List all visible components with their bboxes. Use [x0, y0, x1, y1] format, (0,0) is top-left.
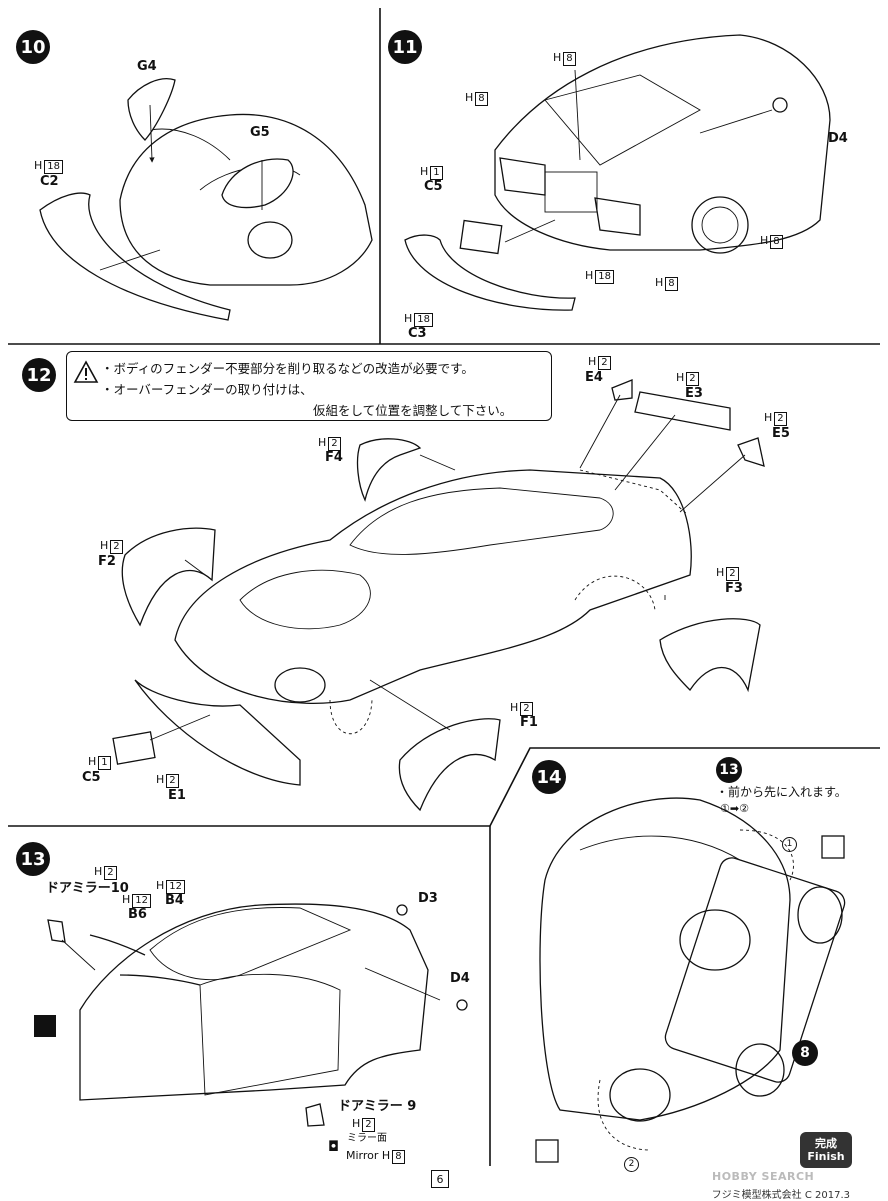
label-f3: F3 — [725, 581, 743, 596]
caution-icon — [73, 360, 99, 383]
label-d3: D3 — [418, 891, 438, 906]
c3-part — [404, 234, 576, 311]
watermark-text: HOBBY SEARCH — [712, 1170, 815, 1183]
e3-part — [634, 391, 731, 431]
label-f4: F4 — [325, 450, 343, 465]
finish-label-jp: 完成 — [815, 1137, 837, 1150]
caution-line-2: ・オーバーフェンダーの取り付けは、 — [101, 382, 313, 397]
caution-box: ・ボディのフェンダー不要部分を削り取るなどの改造が必要です。 ・オーバーフェンダ… — [66, 351, 552, 421]
label-d4-side: D4 — [450, 971, 470, 986]
f4-part — [356, 438, 422, 502]
label-door-mirror-10: ドアミラー10 — [46, 881, 129, 896]
panel13-car-side-drawing — [34, 903, 468, 1127]
page-number: 6 — [431, 1170, 449, 1188]
panel10-car-front-drawing — [39, 78, 373, 321]
f1-part — [398, 718, 501, 812]
ref-step-13-badge: 13 — [716, 757, 742, 783]
label-g5: G5 — [250, 125, 270, 140]
c5-front-part — [112, 731, 156, 765]
label-f2: F2 — [98, 554, 116, 569]
label-b6: B6 — [128, 907, 147, 922]
label-b4: B4 — [165, 893, 184, 908]
label-insert-order: ①➡② — [720, 802, 749, 815]
f3-part — [659, 618, 761, 693]
finish-label-en: Finish — [807, 1150, 845, 1163]
step-13-badge: 13 — [16, 842, 50, 876]
circle-1-marker: 1 — [782, 836, 797, 852]
ref-step-8-badge: 8 — [792, 1040, 818, 1066]
label-e5: E5 — [772, 426, 790, 441]
label-c2: C2 — [40, 174, 59, 189]
label-c5-front: C5 — [82, 770, 101, 785]
e4-part — [611, 379, 633, 401]
label-g4: G4 — [137, 59, 157, 74]
d4-side-part — [456, 999, 468, 1011]
panel11-car-rear-drawing — [404, 34, 831, 311]
company-copyright: フジミ模型株式会社 C 2017.3 — [711, 1190, 850, 1201]
label-insert-front-first: ・前から先に入れます。 — [716, 785, 847, 799]
d3-part — [396, 904, 408, 916]
circle-2-marker: 2 — [624, 1156, 639, 1172]
caution-line-1: ・ボディのフェンダー不要部分を削り取るなどの改造が必要です。 — [101, 361, 474, 376]
label-e4: E4 — [585, 370, 603, 385]
c5-part — [459, 219, 503, 255]
panel12-car-body-drawing — [112, 379, 765, 812]
d4-part — [772, 97, 788, 113]
g4-part — [127, 78, 176, 141]
step-14-badge: 14 — [532, 760, 566, 794]
label-d4-rear: D4 — [828, 131, 848, 146]
paint-swatch-icon: ◘ — [328, 1139, 340, 1155]
caution-line-3: 仮組をして位置を調整して下さい。 — [313, 403, 513, 418]
panel14-chassis-drawing — [535, 797, 846, 1163]
mirror-9-part — [305, 1103, 325, 1127]
label-door-mirror-9: ドアミラー 9 — [338, 1099, 417, 1114]
label-c3: C3 — [408, 326, 427, 341]
label-e1: E1 — [168, 788, 186, 803]
step-11-badge: 11 — [388, 30, 422, 64]
label-mirror-face: ミラー面 — [347, 1133, 387, 1144]
e1-part — [134, 679, 301, 786]
label-f1: F1 — [520, 715, 538, 730]
f2-part — [121, 527, 216, 627]
label-e3: E3 — [685, 386, 703, 401]
mirror-10-part — [47, 919, 66, 943]
e5-part — [737, 437, 765, 467]
c2-part — [39, 192, 231, 321]
step-12-badge: 12 — [22, 358, 56, 392]
step-10-badge: 10 — [16, 30, 50, 64]
label-c5: C5 — [424, 179, 443, 194]
finish-badge: 完成 Finish — [800, 1132, 852, 1168]
g5-part — [221, 158, 294, 209]
